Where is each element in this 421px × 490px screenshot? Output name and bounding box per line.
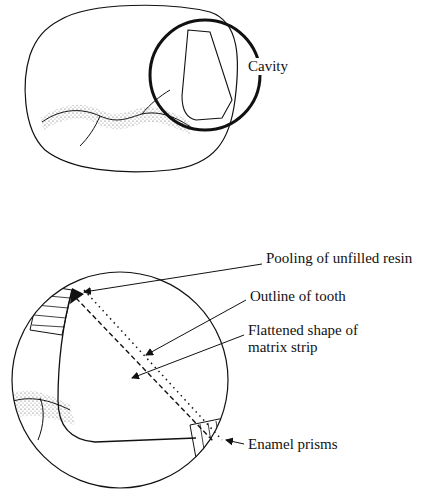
leader-line (146, 300, 246, 355)
enamel-prisms (30, 285, 72, 335)
matrix-strip (76, 298, 214, 442)
part-label: Cavity (246, 58, 290, 75)
callout-label: Enamel prisms (246, 436, 340, 453)
tooth-outline (84, 290, 222, 440)
callout-label: Outline of tooth (248, 288, 348, 305)
callout-label: Pooling of unfilled resin (264, 250, 414, 267)
pooled-resin (70, 288, 84, 304)
leader-line (84, 264, 262, 292)
tooth-occlusal-view (25, 5, 260, 172)
leader-line (226, 440, 244, 444)
magnified-cavity-view (10, 264, 262, 488)
leader-line (132, 335, 244, 378)
callout-label: Flattened shape of matrix strip (246, 322, 390, 356)
